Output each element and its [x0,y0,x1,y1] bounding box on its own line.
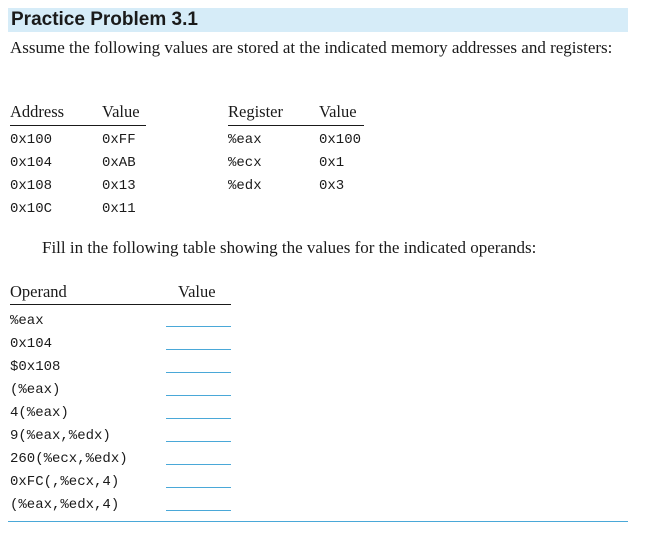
memory-value-cell: 0x13 [102,178,136,194]
register-value-header: Value [319,102,357,121]
memory-value-cell: 0xFF [102,132,136,148]
memory-value-cell: 0x11 [102,201,136,217]
register-name-cell: %edx [228,178,262,194]
register-name-cell: %eax [228,132,262,148]
answer-blank [166,464,231,465]
operand-table-rule [10,304,231,305]
answer-blank [166,487,231,488]
memory-address-cell: 0x100 [10,132,53,148]
operand-cell: 0xFC(,%ecx,4) [10,474,120,490]
operand-cell: $0x108 [10,359,61,375]
answer-blank [166,418,231,419]
problem-title: Practice Problem 3.1 [11,9,198,30]
memory-value-header: Value [102,102,140,121]
memory-table-rule [10,125,146,126]
operand-cell: 260(%ecx,%edx) [10,451,128,467]
operand-cell: (%eax,%edx,4) [10,497,120,513]
operand-cell: (%eax) [10,382,61,398]
operand-cell: 0x104 [10,336,53,352]
register-value-cell: 0x1 [319,155,345,171]
operand-header: Operand [10,282,67,301]
answer-blank [166,326,231,327]
operand-cell: 4(%eax) [10,405,69,421]
memory-value-cell: 0xAB [102,155,136,171]
register-header: Register [228,102,283,121]
answer-blank [166,372,231,373]
memory-address-cell: 0x108 [10,178,53,194]
register-value-cell: 0x3 [319,178,345,194]
answer-blank [166,441,231,442]
operand-cell: %eax [10,313,44,329]
operand-value-header: Value [178,282,216,301]
memory-address-header: Address [10,102,65,121]
memory-address-cell: 0x104 [10,155,53,171]
answer-blank [166,395,231,396]
title-bar: Practice Problem 3.1 [8,8,628,32]
memory-address-cell: 0x10C [10,201,53,217]
bottom-rule [8,521,628,522]
register-table-rule [228,125,364,126]
answer-blank [166,510,231,511]
intro-paragraph: Assume the following values are stored a… [10,38,613,57]
fill-instruction: Fill in the following table showing the … [42,238,537,257]
answer-blank [166,349,231,350]
operand-cell: 9(%eax,%edx) [10,428,111,444]
register-value-cell: 0x100 [319,132,362,148]
register-name-cell: %ecx [228,155,262,171]
